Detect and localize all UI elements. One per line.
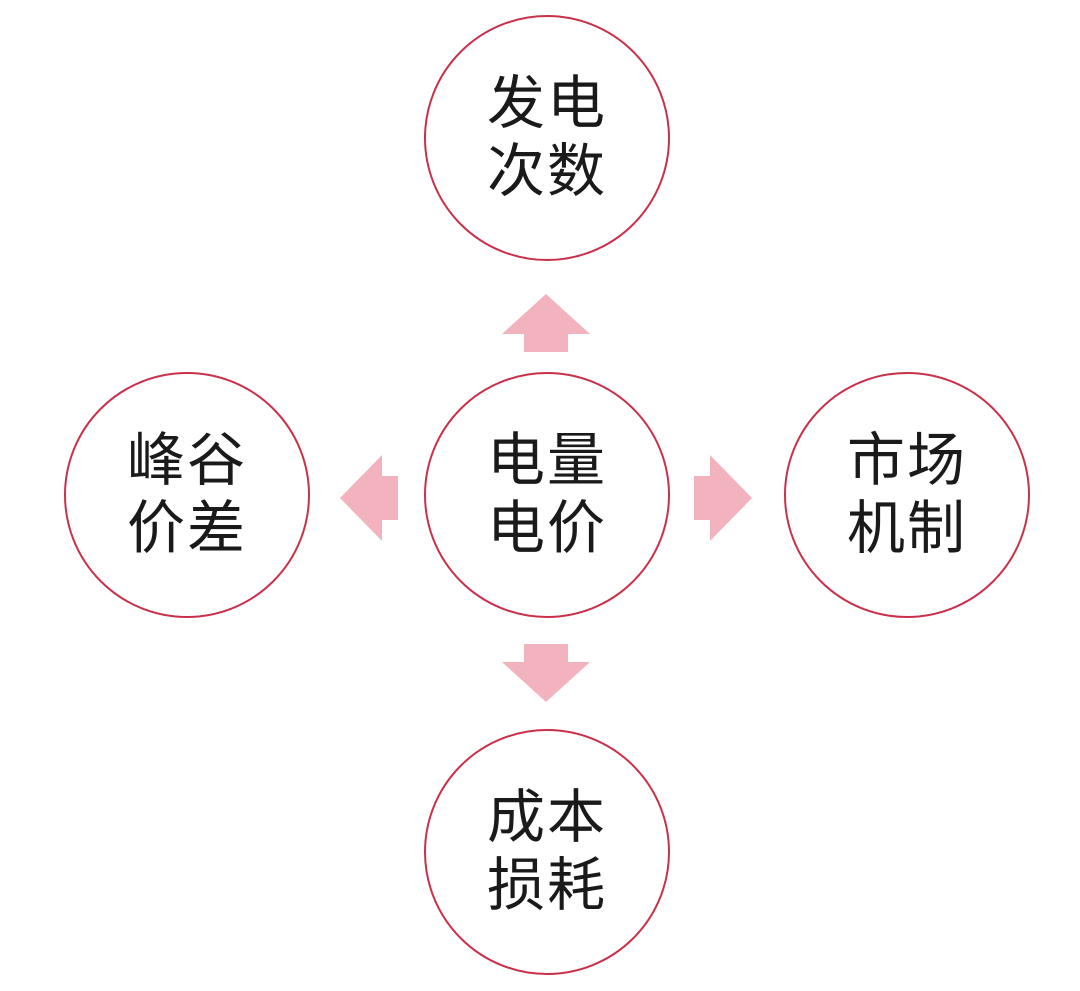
node-label-right: 市场 机制 [846, 427, 967, 561]
node-label-top: 发电 次数 [486, 70, 607, 204]
arrow-left-icon [340, 455, 398, 541]
node-circle-bottom[interactable]: 成本 损耗 [424, 729, 670, 975]
node-label-center: 电量 电价 [486, 427, 607, 561]
node-circle-center[interactable]: 电量 电价 [424, 372, 670, 618]
node-label-left: 峰谷 价差 [126, 427, 247, 561]
arrow-right-icon [694, 455, 752, 541]
node-circle-right[interactable]: 市场 机制 [784, 372, 1030, 618]
node-circle-left[interactable]: 峰谷 价差 [64, 372, 310, 618]
arrow-down-icon [502, 644, 590, 702]
node-label-bottom: 成本 损耗 [486, 784, 607, 918]
node-circle-top[interactable]: 发电 次数 [424, 15, 670, 261]
arrow-up-icon [502, 294, 590, 352]
